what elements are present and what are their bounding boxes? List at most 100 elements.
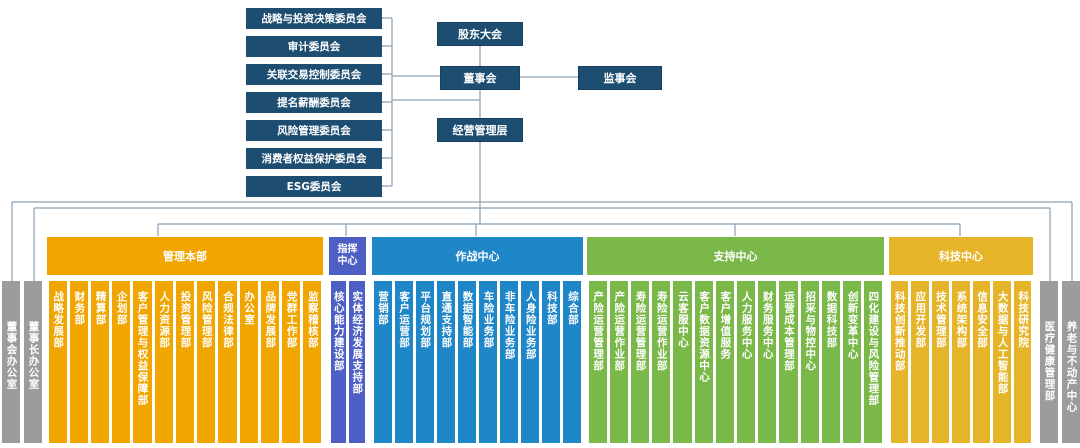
dept-0-5[interactable]: 人力资源部 xyxy=(154,281,173,443)
dept-1-1[interactable]: 实体经济发展支持部 xyxy=(349,281,365,443)
dept-0-8[interactable]: 合规法律部 xyxy=(218,281,237,443)
dept-2-4[interactable]: 数据智能部 xyxy=(457,281,476,443)
dept-0-3[interactable]: 企划部 xyxy=(112,281,131,443)
right_offices-0[interactable]: 医疗健康管理部 xyxy=(1040,281,1058,443)
dept-label: 合规法律部 xyxy=(221,291,234,349)
dept-4-6[interactable]: 科技研究院 xyxy=(1013,281,1032,443)
dept-label: 综合部 xyxy=(566,291,579,326)
committee-5[interactable]: 消费者权益保护委员会 xyxy=(246,148,382,169)
dept-3-13[interactable]: 四化建设与风险管理部 xyxy=(864,281,883,443)
dept-3-5[interactable]: 客户数据资源中心 xyxy=(694,281,713,443)
dept-0-2[interactable]: 精算部 xyxy=(90,281,110,443)
dept-label: 监察稽核部 xyxy=(306,291,319,349)
dept-label: 客户增值服务 xyxy=(719,291,732,360)
dept-label: 招采与物控中心 xyxy=(804,291,817,372)
dept-4-5[interactable]: 大数据与人工智能部 xyxy=(993,281,1011,443)
dept-2-2[interactable]: 平台规划部 xyxy=(415,281,434,443)
dept-3-4[interactable]: 云客服中心 xyxy=(673,281,692,443)
dept-0-6[interactable]: 投资管理部 xyxy=(175,281,195,443)
dept-0-1[interactable]: 财务部 xyxy=(69,281,88,443)
dept-label: 科技研究院 xyxy=(1017,291,1030,349)
office-label: 董事长办公室 xyxy=(27,321,40,390)
committee-1[interactable]: 审计委员会 xyxy=(246,36,382,57)
board-of-directors[interactable]: 董事会 xyxy=(440,66,520,90)
dept-3-7[interactable]: 人力服务中心 xyxy=(737,281,756,443)
dept-3-10[interactable]: 招采与物控中心 xyxy=(800,281,819,443)
dept-4-3[interactable]: 系统架构部 xyxy=(952,281,970,443)
dept-4-0[interactable]: 科技创新推动部 xyxy=(890,281,909,443)
dept-2-1[interactable]: 客户运营部 xyxy=(394,281,413,443)
dept-4-2[interactable]: 技术管理部 xyxy=(931,281,950,443)
office-label: 养老与不动产中心 xyxy=(1065,321,1078,413)
dept-label: 信息安全部 xyxy=(976,291,989,349)
dept-0-4[interactable]: 客户管理与权益保障部 xyxy=(133,281,152,443)
dept-3-3[interactable]: 寿险运营作业部 xyxy=(652,281,671,443)
dept-label: 运营成本管理部 xyxy=(783,291,796,372)
dept-2-9[interactable]: 综合部 xyxy=(563,281,582,443)
dept-label: 客户运营部 xyxy=(398,291,411,349)
shareholders-meeting[interactable]: 股东大会 xyxy=(437,22,523,46)
dept-1-0[interactable]: 核心能力建设部 xyxy=(330,281,346,443)
dept-2-3[interactable]: 直通支持部 xyxy=(436,281,455,443)
dept-4-1[interactable]: 应用开发部 xyxy=(911,281,929,443)
dept-3-8[interactable]: 财务服务中心 xyxy=(758,281,777,443)
dept-label: 办公室 xyxy=(243,291,256,326)
left_offices-1[interactable]: 董事长办公室 xyxy=(24,281,42,443)
committee-0[interactable]: 战略与投资决策委员会 xyxy=(246,8,382,29)
committee-4[interactable]: 风险管理委员会 xyxy=(246,120,382,141)
dept-3-9[interactable]: 运营成本管理部 xyxy=(779,281,798,443)
group-header-2[interactable]: 作战中心 xyxy=(372,237,583,275)
group-header-4[interactable]: 科技中心 xyxy=(889,237,1033,275)
group-header-3[interactable]: 支持中心 xyxy=(587,237,884,275)
dept-3-2[interactable]: 寿险运营管理部 xyxy=(630,281,650,443)
committee-3[interactable]: 提名薪酬委员会 xyxy=(246,92,382,113)
dept-2-6[interactable]: 非车险业务部 xyxy=(500,281,519,443)
dept-label: 创新变革中心 xyxy=(846,291,859,360)
dept-label: 财务部 xyxy=(73,291,86,326)
dept-3-12[interactable]: 创新变革中心 xyxy=(843,281,862,443)
dept-0-7[interactable]: 风险管理部 xyxy=(197,281,216,443)
dept-label: 人力资源部 xyxy=(158,291,171,349)
dept-label: 精算部 xyxy=(94,291,107,326)
dept-0-10[interactable]: 品牌发展部 xyxy=(260,281,280,443)
dept-3-11[interactable]: 数据科技部 xyxy=(821,281,841,443)
dept-label: 风险管理部 xyxy=(200,291,213,349)
dept-0-12[interactable]: 监察稽核部 xyxy=(303,281,322,443)
dept-label: 车险业务部 xyxy=(482,291,495,349)
dept-label: 产险运营作业部 xyxy=(613,291,626,372)
left_offices-0[interactable]: 董事会办公室 xyxy=(2,281,20,443)
dept-label: 科技创新推动部 xyxy=(893,291,906,372)
dept-label: 实体经济发展支持部 xyxy=(351,291,364,395)
right_offices-1[interactable]: 养老与不动产中心 xyxy=(1062,281,1080,443)
dept-3-0[interactable]: 产险运营管理部 xyxy=(588,281,607,443)
dept-0-0[interactable]: 战略发展部 xyxy=(48,281,67,443)
dept-2-0[interactable]: 营销部 xyxy=(373,281,392,443)
dept-label: 数据科技部 xyxy=(825,291,838,349)
group-header-0[interactable]: 管理本部 xyxy=(47,237,323,275)
committee-2[interactable]: 关联交易控制委员会 xyxy=(246,64,382,85)
dept-label: 财务服务中心 xyxy=(761,291,774,360)
dept-2-7[interactable]: 人身险业务部 xyxy=(521,281,540,443)
dept-0-9[interactable]: 办公室 xyxy=(239,281,258,443)
dept-2-8[interactable]: 科技部 xyxy=(542,281,561,443)
dept-label: 云客服中心 xyxy=(676,291,689,349)
dept-label: 客户管理与权益保障部 xyxy=(136,291,149,406)
dept-label: 四化建设与风险管理部 xyxy=(867,291,880,406)
committee-6[interactable]: ESG委员会 xyxy=(246,176,382,197)
dept-2-5[interactable]: 车险业务部 xyxy=(479,281,498,443)
board-of-supervisors[interactable]: 监事会 xyxy=(578,66,662,90)
senior-management[interactable]: 经营管理层 xyxy=(437,118,523,142)
dept-label: 应用开发部 xyxy=(914,291,927,349)
dept-label: 品牌发展部 xyxy=(264,291,277,349)
dept-label: 技术管理部 xyxy=(934,291,947,349)
dept-label: 企划部 xyxy=(115,291,128,326)
group-header-1[interactable]: 指挥中心 xyxy=(329,237,366,275)
dept-3-1[interactable]: 产险运营作业部 xyxy=(609,281,628,443)
dept-label: 直通支持部 xyxy=(440,291,453,349)
dept-3-6[interactable]: 客户增值服务 xyxy=(715,281,734,443)
dept-4-4[interactable]: 信息安全部 xyxy=(972,281,991,443)
dept-0-11[interactable]: 党群工作部 xyxy=(282,281,301,443)
dept-label: 平台规划部 xyxy=(419,291,432,349)
